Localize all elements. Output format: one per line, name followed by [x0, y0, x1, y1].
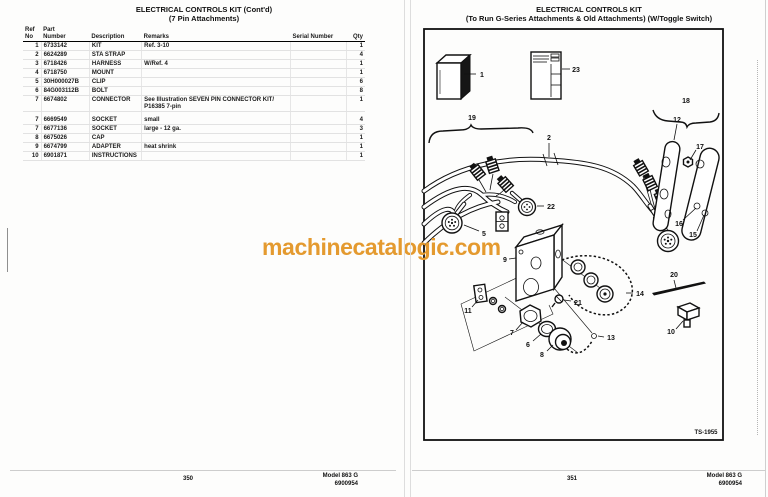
chain-link-13	[566, 333, 597, 354]
round-connector-22	[509, 190, 537, 217]
plug-connectors-middle	[469, 155, 515, 194]
right-footer-model: Model 863 G 6900954	[652, 472, 742, 488]
page-subtitle: (To Run G-Series Attachments & Old Attac…	[465, 14, 713, 23]
left-page: ELECTRICAL CONTROLS KIT (Cont'd) (7 Pin …	[8, 0, 400, 497]
callout-16: 16	[675, 221, 683, 228]
watermark: machinecatalogic.com	[262, 234, 501, 260]
left-edge-mark	[7, 228, 8, 272]
page-title: ELECTRICAL CONTROLS KIT	[536, 5, 642, 14]
callout-5: 5	[482, 231, 486, 238]
manual-number: 6900954	[334, 481, 358, 487]
callout-19: 19	[468, 115, 476, 122]
round-connector-5	[441, 201, 467, 234]
callout-10: 10	[667, 329, 675, 336]
header-description: Description	[89, 26, 142, 42]
left-page-title-block: ELECTRICAL CONTROLS KIT (Cont'd) (7 Pin …	[10, 5, 398, 23]
callout-6: 6	[526, 342, 530, 349]
screw-21	[551, 294, 564, 308]
header-qty: Qty	[346, 26, 365, 42]
callout-9: 9	[503, 257, 507, 264]
callout-13: 13	[607, 335, 615, 342]
right-margin-line	[765, 0, 766, 497]
mount-bracket	[652, 140, 720, 241]
brace-18	[652, 109, 720, 130]
model-label: Model 863 G	[706, 473, 742, 479]
callout-8: 8	[540, 352, 544, 359]
page-subtitle: (7 Pin Attachments)	[168, 14, 240, 23]
callout-21: 21	[574, 300, 582, 307]
callout-7: 7	[510, 330, 514, 337]
table-spacer-row	[23, 111, 365, 116]
brace-19	[428, 123, 534, 144]
header-remarks: Remarks	[141, 26, 291, 42]
hex-nut-7	[519, 304, 542, 328]
callout-15: 15	[689, 232, 697, 239]
callout-12: 12	[673, 117, 681, 124]
right-page-title-block: ELECTRICAL CONTROLS KIT (To Run G-Series…	[414, 5, 764, 23]
control-box	[514, 223, 564, 302]
kit-box	[435, 53, 472, 101]
callout-leaders	[463, 68, 705, 352]
callout-18: 18	[682, 98, 690, 105]
round-connector-right	[656, 229, 680, 253]
callout-2: 2	[547, 135, 551, 142]
switch-assembly-11	[473, 283, 507, 314]
page-gutter-line	[410, 0, 411, 497]
receptacle-8	[548, 327, 572, 351]
callout-20: 20	[670, 272, 678, 279]
callout-1: 1	[480, 72, 484, 79]
callout-23: 23	[572, 67, 580, 74]
callout-17: 17	[696, 144, 704, 151]
manual-number: 6900954	[718, 481, 742, 487]
callout-labels: 1 23 19 2 18 12 17 16 15 22 5 9 11 7 6 8…	[464, 67, 704, 359]
diagram-frame	[423, 28, 724, 441]
callout-22: 22	[547, 204, 555, 211]
right-page-number: 351	[566, 476, 577, 482]
instructions-sheet	[530, 51, 562, 100]
knob-10	[676, 302, 701, 328]
margin-micro-text	[757, 60, 759, 435]
page-title: ELECTRICAL CONTROLS KIT (Cont'd)	[135, 5, 273, 14]
left-page-number: 350	[182, 476, 193, 482]
header-serial-number: Serial Number	[290, 26, 347, 42]
callout-14: 14	[636, 291, 644, 298]
diagram-code: TS-1955	[694, 430, 718, 436]
model-label: Model 863 G	[322, 473, 358, 479]
callout-11: 11	[464, 308, 472, 315]
left-footer-model: Model 863 G 6900954	[268, 472, 358, 488]
footer-rule-left	[10, 470, 396, 471]
cap-chain-14	[561, 254, 634, 316]
toggle-switch	[495, 211, 509, 232]
page-gutter-line	[404, 0, 405, 497]
rod-20	[652, 281, 706, 296]
footer-rule-right	[412, 470, 766, 471]
